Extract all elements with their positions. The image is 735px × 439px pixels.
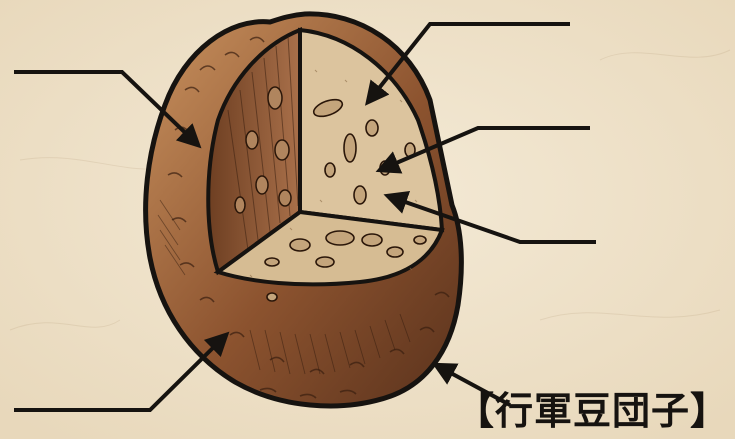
caption-label: 【行軍豆団子】 (456, 380, 729, 435)
